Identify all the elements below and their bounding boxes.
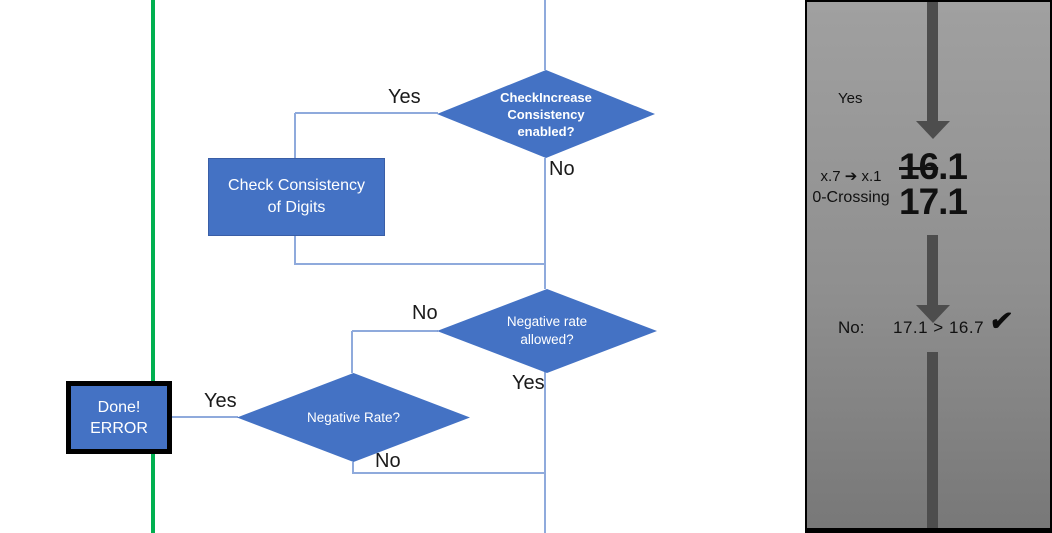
down-arrow-head-icon [916,305,950,323]
panel-yes-label: Yes [838,90,863,107]
down-arrow-icon [927,2,938,122]
connector-no-bottom-horizontal [352,472,546,474]
old-value: 16.1 [899,146,968,187]
decision-label-line: CheckIncrease [500,89,592,105]
old-value-struck: 16 [899,146,939,187]
green-guide-line [151,0,155,533]
connector-process-out-horizontal [294,263,545,265]
checkmark-icon: ✔ [987,306,1015,336]
connector-yes-bottom-horizontal [172,416,238,418]
edge-label-yes-mid: Yes [512,372,545,394]
edge-label-yes-bottom: Yes [204,390,237,412]
process-label-line: Check Consistency [228,177,365,194]
old-value-rest: .1 [938,146,968,187]
terminator-label-line: Done! [97,398,141,416]
new-value: 17.1 [899,181,968,222]
terminator-label-line: ERROR [90,419,148,437]
decision-label-line: Negative rate [506,314,588,329]
connector-no-bottom-vertical [352,462,354,474]
case-transition-label: x.7 ➔ x.1 [820,168,882,185]
process-label-line: of Digits [267,199,326,216]
edge-label-no-bottom: No [375,450,401,472]
process-check-consistency-of-digits: Check Consistency of Digits [208,158,385,236]
down-arrow-head-icon [916,121,950,139]
decision-label-line: Consistency [507,106,585,122]
result-no-label: No: [838,318,865,337]
connector-yes-top-vertical [294,113,296,158]
down-arrow-icon [927,352,938,528]
value-block: 16.1 17.1 [899,146,968,222]
decision-check-increase-consistency: CheckIncrease Consistency enabled? [437,70,655,158]
edge-label-no-top: No [549,158,575,180]
connector-yes-top-horizontal [295,112,438,114]
decision-label-line: Negative Rate? [306,410,401,425]
connector-process-out-vertical [294,234,296,264]
case-description: x.7 ➔ x.1 0-Crossing [807,166,895,208]
decision-negative-rate-allowed: Negative rate allowed? [437,289,657,373]
decision-label-line: enabled? [517,123,575,139]
connector-main-top [544,0,546,70]
example-panel: Yes x.7 ➔ x.1 0-Crossing 16.1 17.1 No: 1… [805,0,1052,533]
edge-label-yes-top: Yes [388,86,421,108]
decision-negative-rate: Negative Rate? [237,373,470,462]
connector-main-bottom [544,372,546,533]
case-zero-crossing-label: 0-Crossing [812,189,890,206]
connector-main-middle [544,158,546,289]
result-comparison: 17.1 > 16.7 [893,318,985,337]
connector-no-mid-vertical [351,331,353,373]
terminator-done-error: Done! ERROR [66,381,172,454]
connector-no-mid-horizontal [352,330,438,332]
decision-label-line: allowed? [520,332,574,347]
edge-label-no-mid: No [412,302,438,324]
down-arrow-icon [927,235,938,307]
